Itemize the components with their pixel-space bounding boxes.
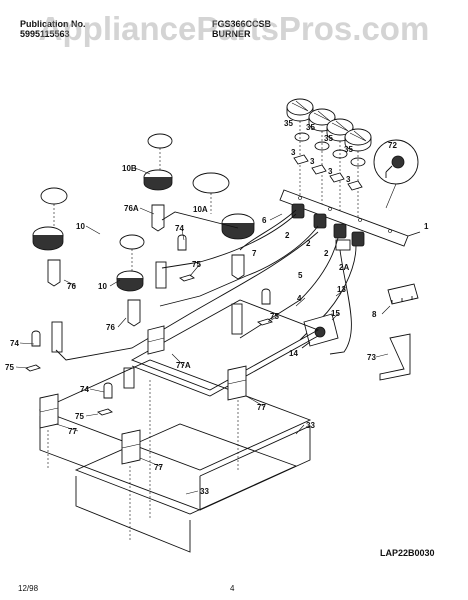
part-label: 74 <box>10 339 19 348</box>
part-label: 75 <box>75 412 84 421</box>
part-label: 74 <box>80 385 89 394</box>
hardware <box>25 234 273 416</box>
valve-clips <box>293 154 363 191</box>
part-label: 74 <box>175 224 184 233</box>
part-label: 3 <box>310 157 315 166</box>
part-label: 10A <box>193 205 208 214</box>
part-label: 5 <box>298 271 303 280</box>
orifice-holders <box>47 204 245 389</box>
part-number-labels: 35 35 35 35 72 3 3 3 3 1 10B 10A 76A 6 2… <box>5 119 429 496</box>
part-label: 3 <box>291 148 296 157</box>
part-label: 2A <box>339 263 349 272</box>
part-label: 77 <box>68 427 77 436</box>
knob-4 <box>344 128 372 152</box>
model-number: FGS366CCSB <box>212 19 272 29</box>
part-label: 73 <box>367 353 376 362</box>
burner-heads <box>32 133 255 292</box>
part-label: 13 <box>337 285 346 294</box>
part-label: 75 <box>270 312 279 321</box>
part-label: 3 <box>346 175 351 184</box>
part-label: 6 <box>262 216 267 225</box>
part-label: 76A <box>124 204 139 213</box>
part-label: 35 <box>324 134 333 143</box>
part-label: 76 <box>67 282 76 291</box>
part-label: 35 <box>344 145 353 154</box>
part-label: 2 <box>324 249 329 258</box>
knob-bezel-4 <box>350 157 366 167</box>
part-label: 33 <box>200 487 209 496</box>
footer-page-number: 4 <box>230 584 235 593</box>
control-knobs <box>286 98 372 226</box>
spark-module <box>301 313 339 349</box>
part-label: 10 <box>76 222 85 231</box>
part-label: 72 <box>388 141 397 150</box>
part-label: 3 <box>328 167 333 176</box>
leader-lines <box>15 167 391 495</box>
part-label: 75 <box>192 260 201 269</box>
part-label: 8 <box>372 310 377 319</box>
part-label: 75 <box>5 363 14 372</box>
part-label: 4 <box>297 294 302 303</box>
part-label: 10 <box>98 282 107 291</box>
gas-manifold <box>279 189 421 247</box>
burner-rails <box>38 299 320 553</box>
spark-switch-callout <box>373 139 419 209</box>
module-bracket <box>379 283 419 381</box>
knob-bezel-1 <box>294 132 310 142</box>
part-label: 2 <box>285 231 290 240</box>
part-label: 35 <box>284 119 293 128</box>
burner-valves <box>291 203 365 251</box>
part-label: 33 <box>306 421 315 430</box>
footer-date: 12/98 <box>18 584 39 593</box>
publication-number: 5995115563 <box>20 29 70 39</box>
part-label: 15 <box>331 309 340 318</box>
part-label: 7 <box>252 249 257 258</box>
knob-bezel-2 <box>314 141 330 151</box>
section-title: BURNER <box>212 29 251 39</box>
part-label: 77 <box>257 403 266 412</box>
part-label: 76 <box>106 323 115 332</box>
part-label: 2 <box>306 239 311 248</box>
part-label: 1 <box>424 222 429 231</box>
part-label: 14 <box>289 349 298 358</box>
publication-label: Publication No. <box>20 19 86 29</box>
part-label: 77 <box>154 463 163 472</box>
watermark: AppliancePartsPros.com <box>38 10 430 47</box>
part-label: 10B <box>122 164 137 173</box>
diagram-code: LAP22B0030 <box>380 548 435 558</box>
burner-brackets <box>39 325 247 540</box>
part-label: 35 <box>306 123 315 132</box>
